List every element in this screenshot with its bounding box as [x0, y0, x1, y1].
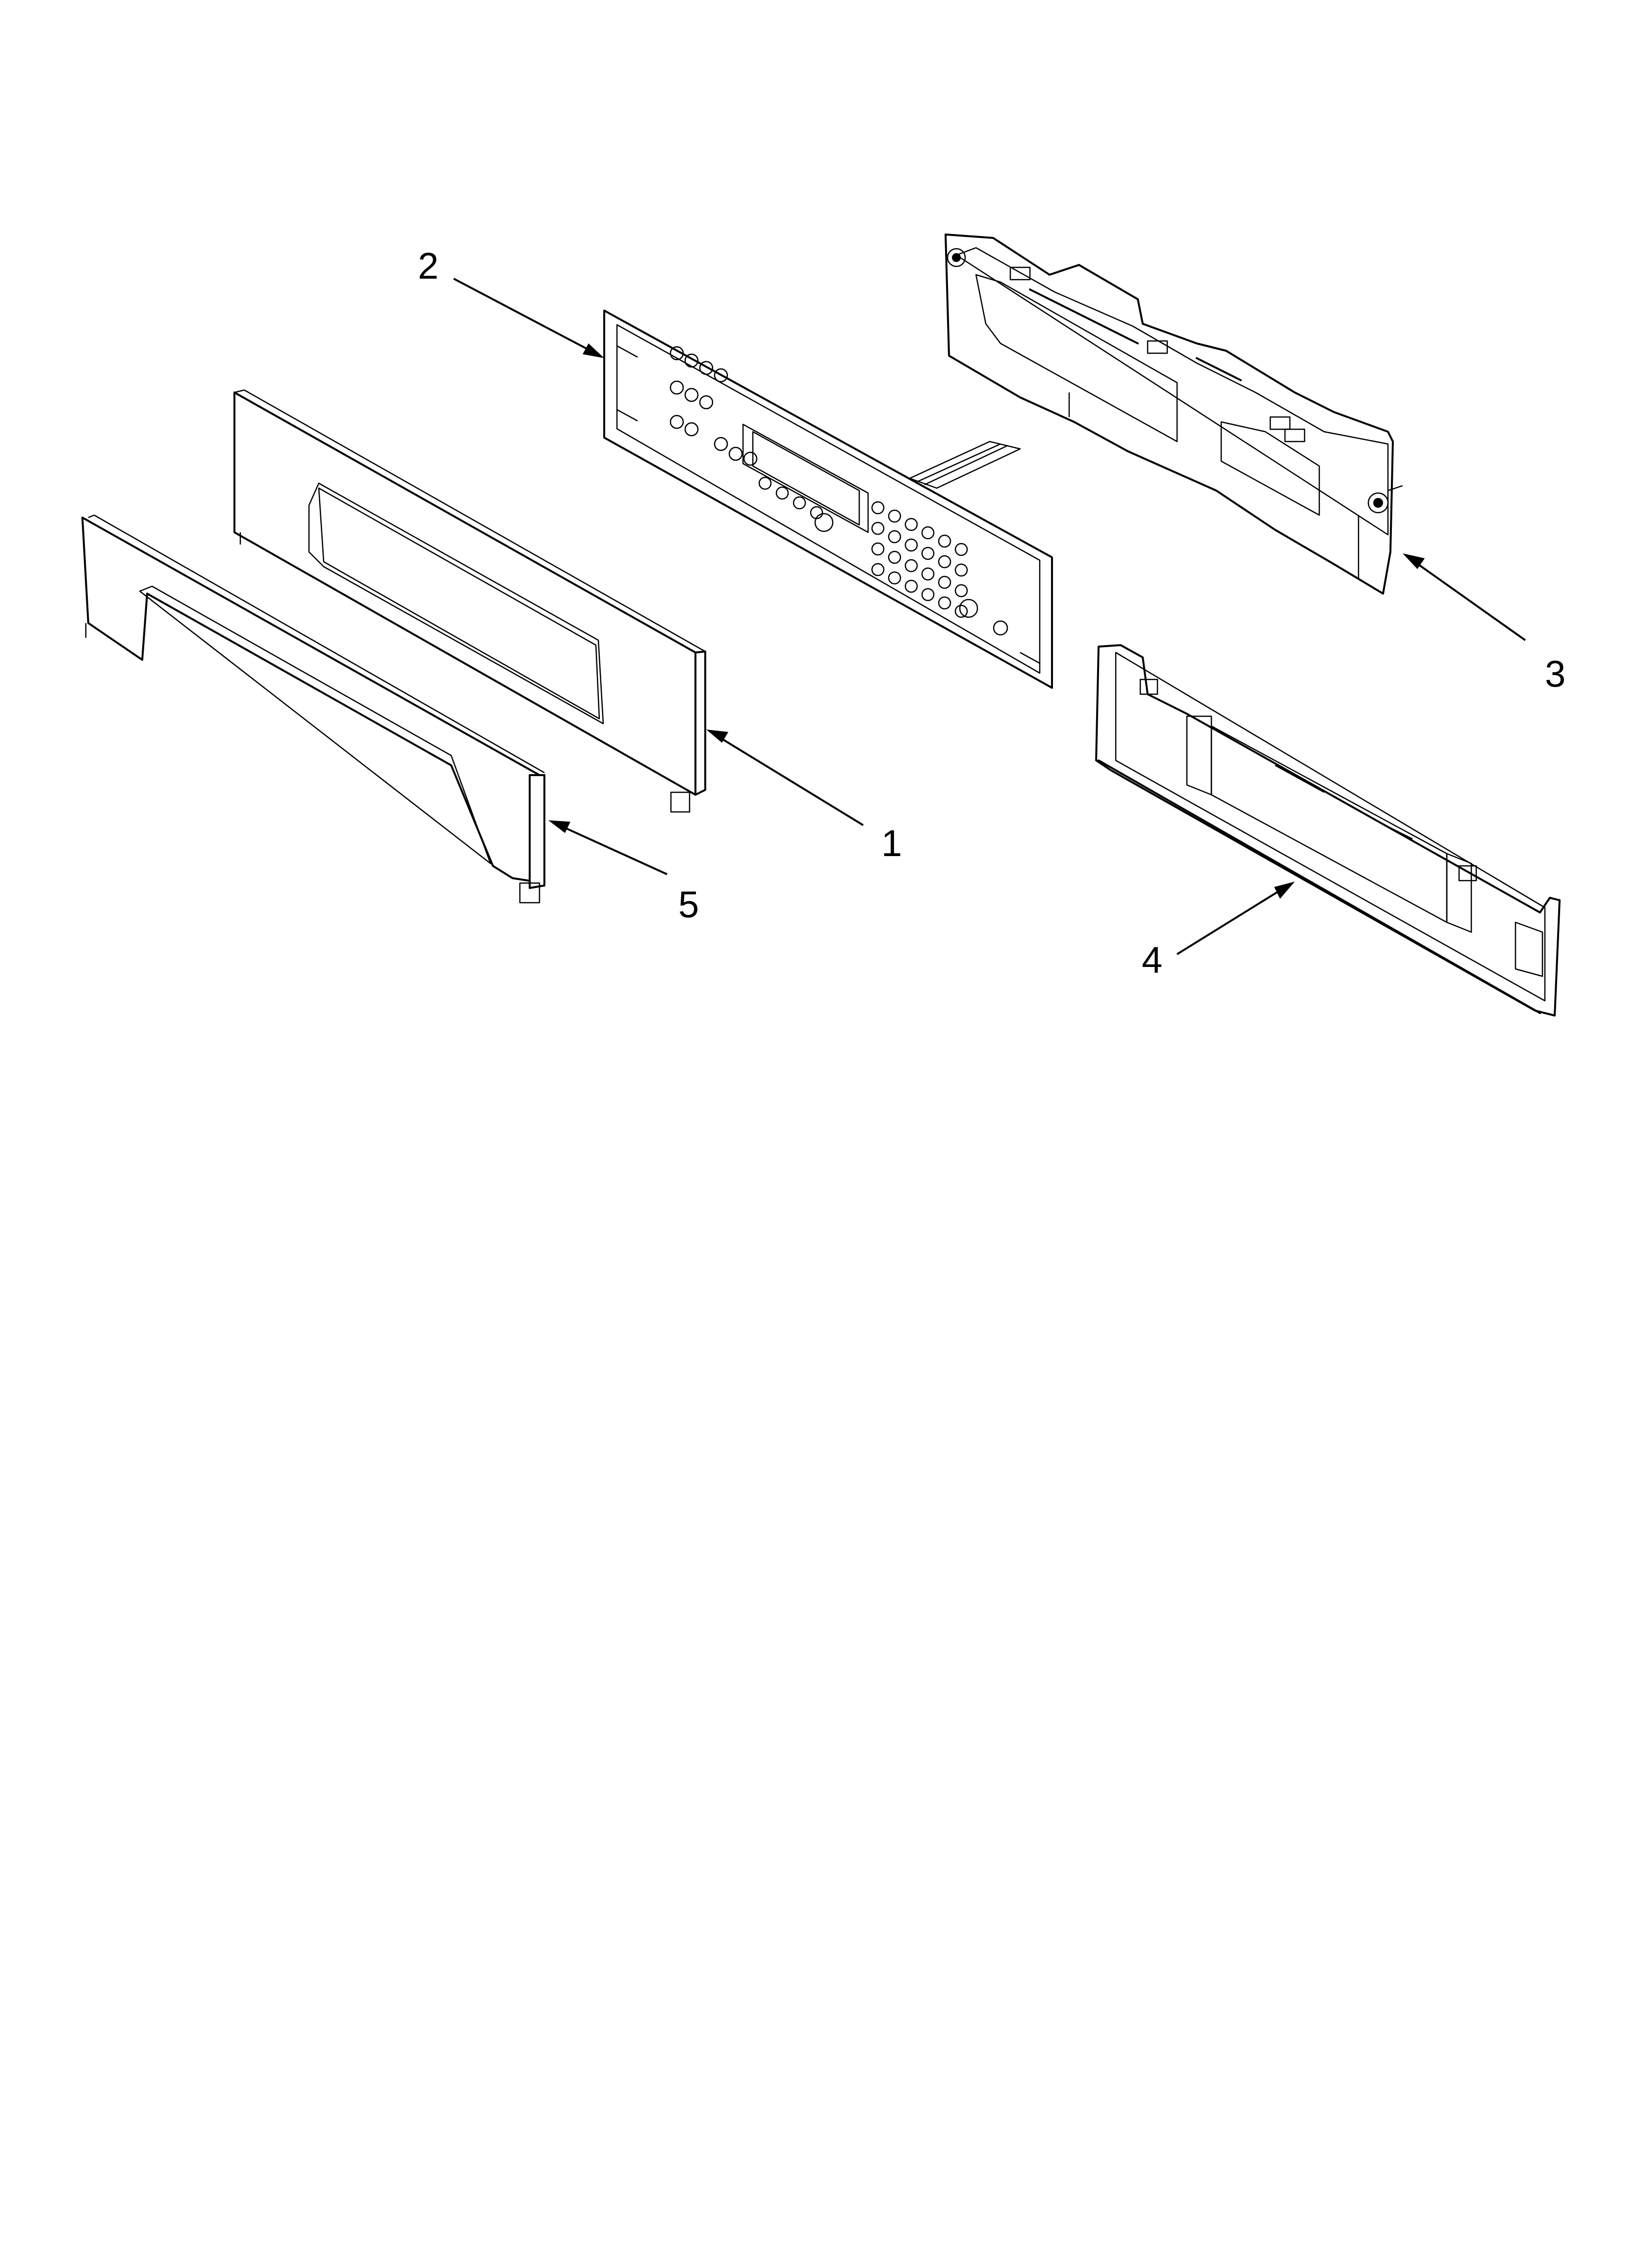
keypad-button	[871, 542, 885, 556]
keypad-button	[888, 530, 901, 544]
keypad-button	[699, 395, 714, 410]
callout-1: 1	[881, 823, 902, 864]
keypad-button	[699, 361, 714, 375]
keypad-button	[669, 380, 684, 395]
keypad-button	[714, 437, 728, 451]
callout-4: 4	[1142, 939, 1162, 981]
keypad-button	[669, 415, 684, 429]
keypad-button	[888, 550, 901, 564]
keypad-button	[888, 571, 901, 585]
keypad-button	[871, 501, 885, 515]
callout-5: 5	[678, 884, 699, 926]
keypad-button	[959, 599, 978, 618]
keypad-button	[871, 521, 885, 535]
keypad-button	[871, 563, 885, 576]
part-2-keypad-overlay	[603, 310, 1053, 689]
keypad-button	[938, 575, 951, 589]
keypad-button	[904, 518, 918, 531]
keypad-button	[793, 496, 806, 510]
callout-leaders	[453, 278, 1526, 955]
callout-3: 3	[1545, 653, 1565, 695]
keypad-button	[684, 422, 699, 437]
keypad-button	[954, 604, 968, 618]
keypad-button	[921, 547, 935, 560]
callout-2: 2	[418, 245, 438, 287]
keypad-button	[938, 596, 951, 610]
keypad-button	[758, 476, 772, 490]
keypad-button	[993, 620, 1008, 636]
keypad-button	[888, 509, 901, 523]
keypad-button	[921, 588, 935, 601]
keypad-button	[954, 584, 968, 598]
keypad-button	[743, 451, 758, 466]
keypad-button	[684, 388, 699, 402]
keypad-button	[904, 579, 918, 593]
part-3-control-bracket	[945, 234, 1403, 595]
keypad-button	[904, 538, 918, 552]
keypad-button	[938, 534, 951, 548]
keypad-button	[669, 346, 684, 361]
keypad-button	[814, 513, 834, 532]
keypad-button	[684, 353, 699, 368]
part-5-front-trim	[81, 514, 545, 904]
keypad-button	[938, 555, 951, 569]
keypad-keys	[669, 346, 1008, 636]
keypad-button	[728, 446, 743, 461]
keypad-button	[904, 559, 918, 573]
keypad-button	[921, 526, 935, 540]
keypad-button	[954, 563, 968, 577]
keypad-button	[921, 567, 935, 581]
keypad-button	[714, 368, 728, 383]
part-1-control-housing	[233, 389, 706, 813]
keypad-button	[954, 543, 968, 556]
keypad-button	[775, 486, 789, 500]
part-4-mounting-rail	[1095, 644, 1561, 1017]
